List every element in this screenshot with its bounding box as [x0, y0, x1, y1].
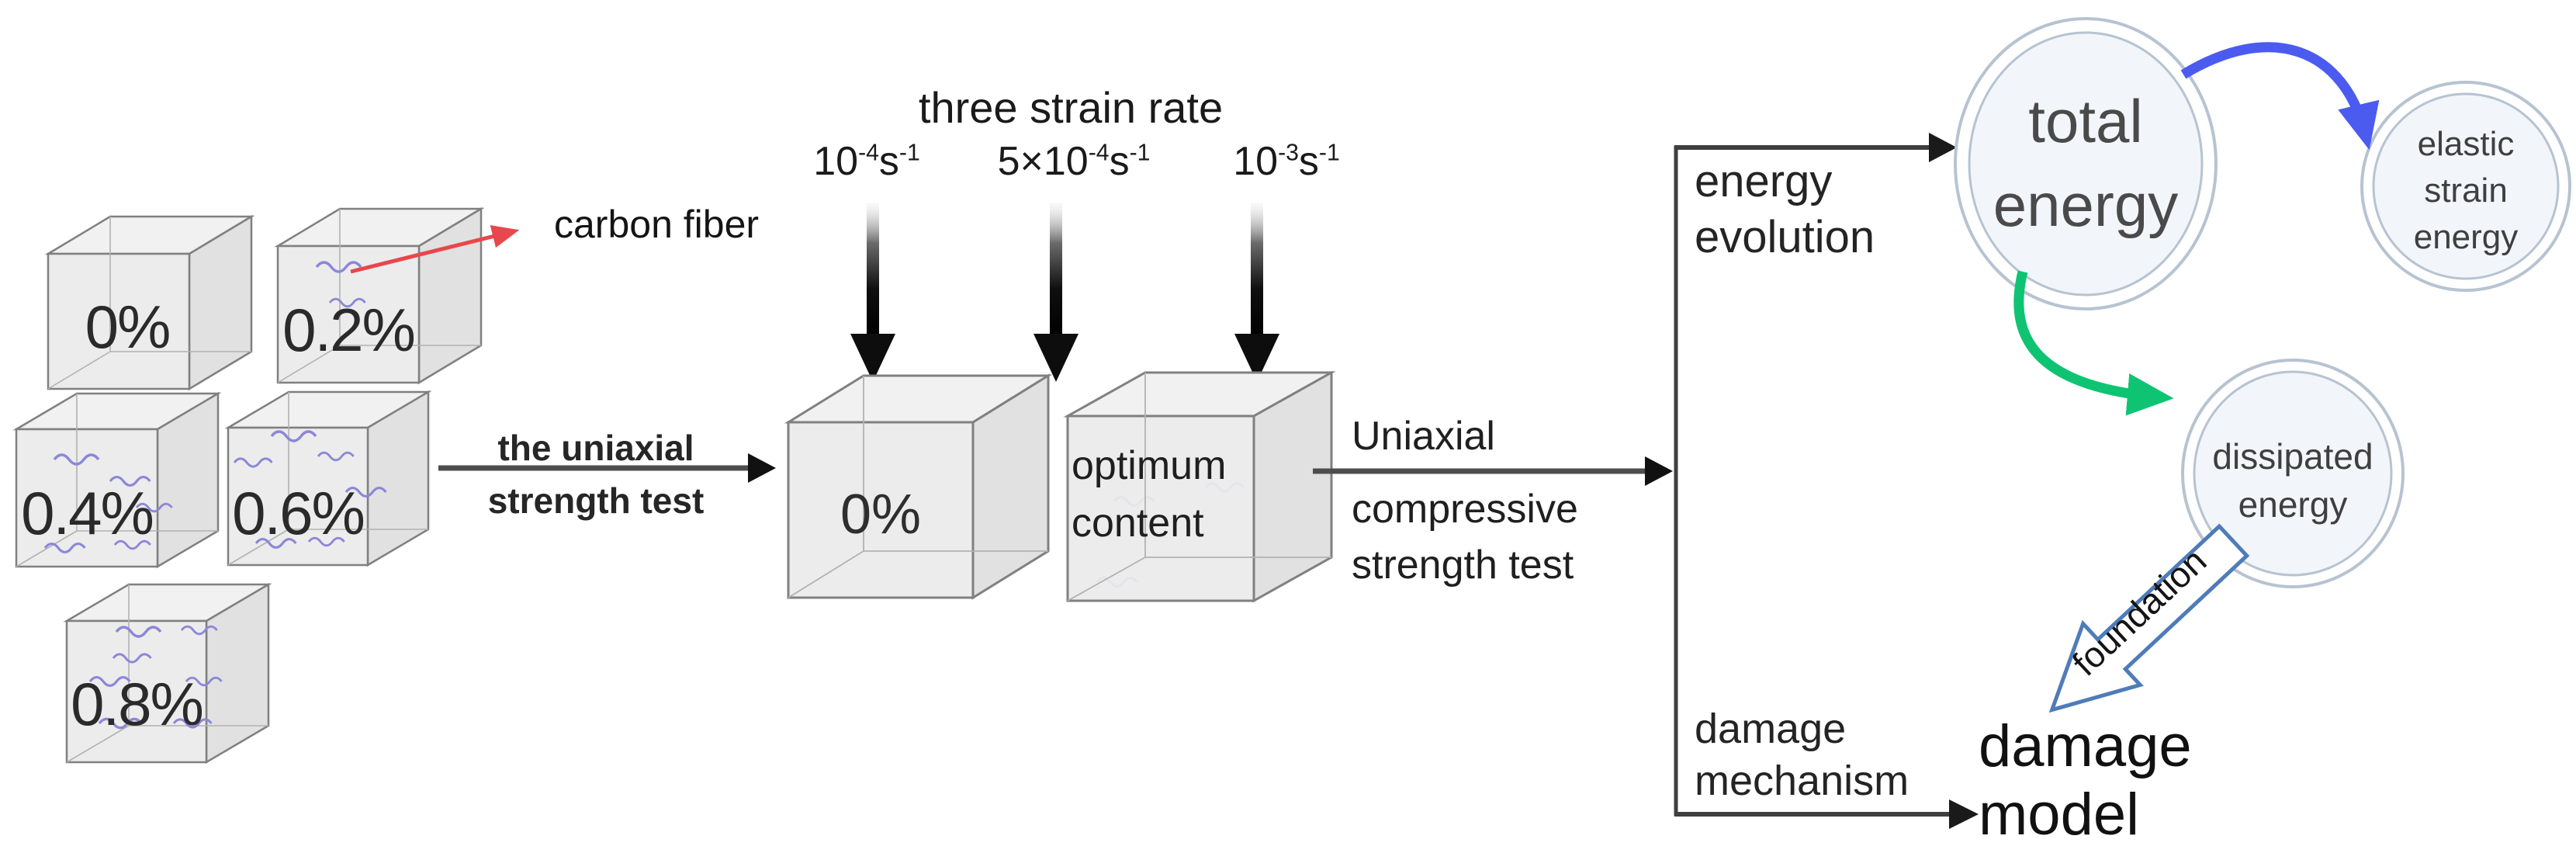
dissipated-line1: dissipated	[2212, 436, 2373, 477]
carbon-fiber-label: carbon fiber	[554, 203, 760, 246]
optimum-content-label: optimum content	[1072, 438, 1226, 553]
total-energy-node	[1954, 17, 2218, 310]
rate-base: 10	[813, 139, 859, 184]
rate-exp: -4	[1088, 140, 1110, 166]
dissipated-line2: energy	[2238, 484, 2348, 525]
cube-optimum-content	[1063, 370, 1336, 603]
rate-unit-exp: -1	[1318, 140, 1340, 166]
elastic-line3: energy	[2413, 217, 2519, 256]
optimum-line2: content	[1072, 500, 1204, 546]
rate-unit: s	[1109, 139, 1130, 184]
elastic-line1: elastic	[2417, 125, 2515, 163]
compressive-test-arrow	[1313, 456, 1673, 486]
total-to-elastic-arrow	[2180, 42, 2380, 151]
rate-exp: -4	[858, 140, 879, 166]
total-energy-line2: energy	[1993, 170, 2179, 239]
damage-mechanism-line1: damage	[1695, 706, 1847, 752]
rate-unit-exp: -1	[898, 140, 920, 166]
strain-rate-3: 10-3s-1	[1233, 138, 1340, 185]
cube-0_6-percent	[224, 390, 432, 567]
dissipated-energy-node	[2181, 359, 2405, 588]
elastic-line2: strain	[2424, 171, 2508, 210]
cube-label-0_2: 0.2%	[282, 296, 416, 364]
elastic-strain-energy-label: elastic strain energy	[2414, 121, 2519, 260]
foundation-arrow-label: foundation	[2065, 540, 2214, 684]
damage-mechanism-line2: mechanism	[1695, 757, 1909, 804]
damage-mechanism-label: damage mechanism	[1695, 703, 1909, 807]
compressive-label-line2: compressive	[1352, 487, 1578, 532]
rate-unit-exp: -1	[1129, 140, 1151, 166]
cube-0_8-percent	[63, 582, 272, 765]
uniaxial-test-arrow	[438, 453, 776, 483]
energy-evolution-label: energy evolution	[1695, 154, 1875, 265]
total-energy-label: total energy	[1993, 80, 2179, 247]
strain-rate-1: 10-4s-1	[813, 138, 920, 185]
carbon-fiber-arrow	[350, 225, 520, 274]
damage-model-label: damage model	[1979, 713, 2192, 849]
cube-0_4-percent	[12, 391, 222, 569]
compressive-label-line1: Uniaxial	[1352, 414, 1495, 459]
cube-control-0-percent	[784, 373, 1053, 600]
control-cube-label: 0%	[840, 484, 922, 546]
cube-0-percent	[44, 214, 255, 391]
rate-exp: -3	[1278, 140, 1299, 166]
dissipated-energy-label: dissipated energy	[2212, 433, 2373, 529]
cube-label-0: 0%	[85, 293, 171, 361]
damage-model-line1: damage	[1979, 713, 2192, 779]
rate-unit: s	[878, 139, 899, 184]
rate-base: 5×10	[997, 139, 1089, 184]
cube-label-0_8: 0.8%	[71, 670, 204, 738]
total-to-dissipated-arrow	[2013, 270, 2174, 416]
uniaxial-test-label-line1: the uniaxial	[497, 428, 694, 468]
strain-rate-2: 5×10-4s-1	[998, 138, 1151, 185]
strain-rate-title: three strain rate	[918, 83, 1224, 132]
rate-base: 10	[1233, 139, 1279, 184]
cube-label-0_6: 0.6%	[232, 479, 365, 547]
optimum-line1: optimum	[1072, 443, 1227, 488]
compressive-label-line3: strength test	[1352, 543, 1574, 588]
uniaxial-test-label-line2: strength test	[487, 480, 705, 521]
strain-rate-arrows	[850, 203, 1279, 382]
energy-evolution-line1: energy	[1695, 156, 1833, 206]
total-energy-line1: total	[2028, 87, 2143, 155]
energy-evolution-line2: evolution	[1695, 211, 1875, 262]
foundation-arrow: foundation	[2048, 523, 2250, 713]
rate-unit: s	[1298, 139, 1319, 184]
elastic-strain-energy-node	[2360, 81, 2571, 292]
damage-model-line2: model	[1979, 782, 2139, 848]
cube-label-0_4: 0.4%	[21, 479, 154, 547]
branch-bracket	[1674, 133, 1979, 829]
